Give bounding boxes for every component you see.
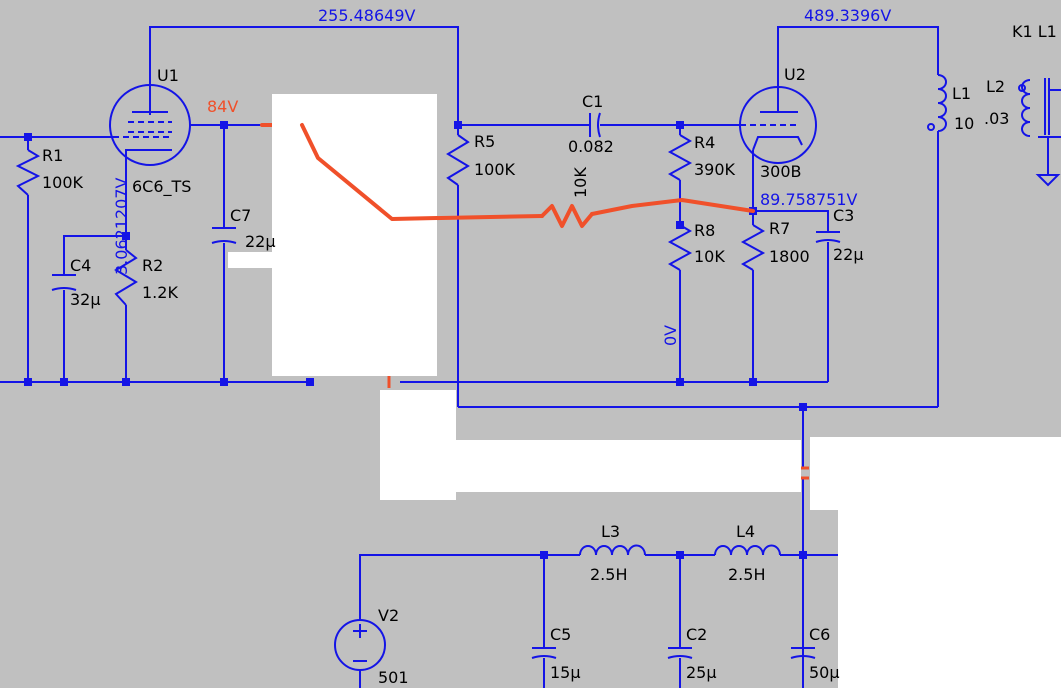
label-u2-ref: U2 bbox=[784, 65, 806, 84]
inductor-l3[interactable] bbox=[579, 544, 646, 556]
capacitor-c1[interactable] bbox=[589, 112, 601, 138]
resistor-r5[interactable] bbox=[446, 134, 470, 186]
label-c6-value: 50μ bbox=[809, 663, 840, 682]
voltage-source-v2[interactable] bbox=[334, 619, 386, 671]
label-c5-ref: C5 bbox=[550, 625, 571, 644]
label-l3-value: 2.5H bbox=[590, 565, 627, 584]
label-r2-ref: R2 bbox=[142, 256, 163, 275]
resistor-r4[interactable] bbox=[667, 134, 693, 181]
label-l4-ref: L4 bbox=[736, 522, 755, 541]
label-c2-value: 25μ bbox=[686, 663, 717, 682]
capacitor-c7[interactable] bbox=[211, 227, 237, 244]
label-v2-ref: V2 bbox=[378, 606, 399, 625]
voltage-r8-bottom: 0V bbox=[661, 325, 680, 346]
label-c2-ref: C2 bbox=[686, 625, 707, 644]
voltage-u1-plate: 255.48649V bbox=[318, 6, 416, 25]
label-c7-ref: C7 bbox=[230, 206, 251, 225]
label-c3-value: 22μ bbox=[833, 245, 864, 264]
label-c5-value: 15μ bbox=[550, 663, 581, 682]
label-l2-value: .03 bbox=[984, 109, 1009, 128]
label-c4-ref: C4 bbox=[70, 256, 91, 275]
label-v2-value: 501 bbox=[378, 668, 409, 687]
label-l1-ref: L1 bbox=[952, 84, 971, 103]
label-u1-ref: U1 bbox=[157, 66, 179, 85]
label-r5-ref: R5 bbox=[474, 132, 495, 151]
wires bbox=[0, 26, 1061, 688]
capacitor-c2[interactable] bbox=[667, 647, 693, 659]
voltage-u2-plate: 489.3396V bbox=[804, 6, 891, 25]
ground-icon bbox=[1035, 174, 1061, 187]
label-r4-value: 390K bbox=[694, 160, 736, 179]
tube-u1[interactable] bbox=[109, 84, 191, 166]
label-l3-ref: L3 bbox=[601, 522, 620, 541]
label-r1-ref: R1 bbox=[42, 146, 63, 165]
label-r2-value: 1.2K bbox=[142, 283, 178, 302]
overlay-panels bbox=[228, 94, 1061, 688]
label-c1-ref: C1 bbox=[582, 92, 603, 111]
voltage-u1-grid: 84V bbox=[207, 97, 238, 116]
label-c4-value: 32μ bbox=[70, 290, 101, 309]
probe-trace-over-panel bbox=[300, 123, 439, 221]
resistor-r8[interactable] bbox=[667, 224, 693, 271]
label-u1-value: 6C6_TS bbox=[132, 177, 191, 197]
inductor-l1[interactable] bbox=[927, 74, 947, 135]
inductor-l4[interactable] bbox=[714, 544, 781, 556]
label-r8-value: 10K bbox=[694, 247, 725, 266]
label-r5-value: 100K bbox=[474, 160, 516, 179]
label-c6-ref: C6 bbox=[809, 625, 830, 644]
inductor-l2[interactable] bbox=[1018, 78, 1050, 137]
label-c3-ref: C3 bbox=[833, 206, 854, 225]
capacitor-c3[interactable] bbox=[815, 231, 841, 243]
tube-u2[interactable] bbox=[739, 86, 817, 164]
label-c7-value: 22μ bbox=[245, 232, 276, 251]
label-r7-value: 1800 bbox=[769, 247, 810, 266]
label-u2-value: 300B bbox=[760, 162, 802, 181]
label-r7-ref: R7 bbox=[769, 219, 790, 238]
label-l2-ref: L2 bbox=[986, 77, 1005, 96]
label-r1-value: 100K bbox=[42, 173, 84, 192]
resistor-r2[interactable] bbox=[114, 249, 138, 306]
capacitor-c6[interactable] bbox=[790, 647, 816, 659]
voltage-u2-cathode: 89.758751V bbox=[760, 190, 858, 209]
label-c1-value: 0.082 bbox=[568, 137, 614, 156]
voltage-u1-cathode: 3.0621207V bbox=[112, 177, 131, 275]
resistor-r1[interactable] bbox=[15, 149, 41, 196]
label-l1-value: 10 bbox=[954, 114, 974, 133]
capacitor-c4[interactable] bbox=[51, 274, 77, 291]
resistor-r7[interactable] bbox=[740, 224, 766, 271]
label-r4-ref: R4 bbox=[694, 133, 715, 152]
capacitor-c5[interactable] bbox=[531, 647, 557, 659]
label-probe-resistor-value: 10K bbox=[571, 167, 590, 198]
label-k1: K1 L1 bbox=[1012, 22, 1057, 41]
label-l4-value: 2.5H bbox=[728, 565, 765, 584]
label-r8-ref: R8 bbox=[694, 221, 715, 240]
